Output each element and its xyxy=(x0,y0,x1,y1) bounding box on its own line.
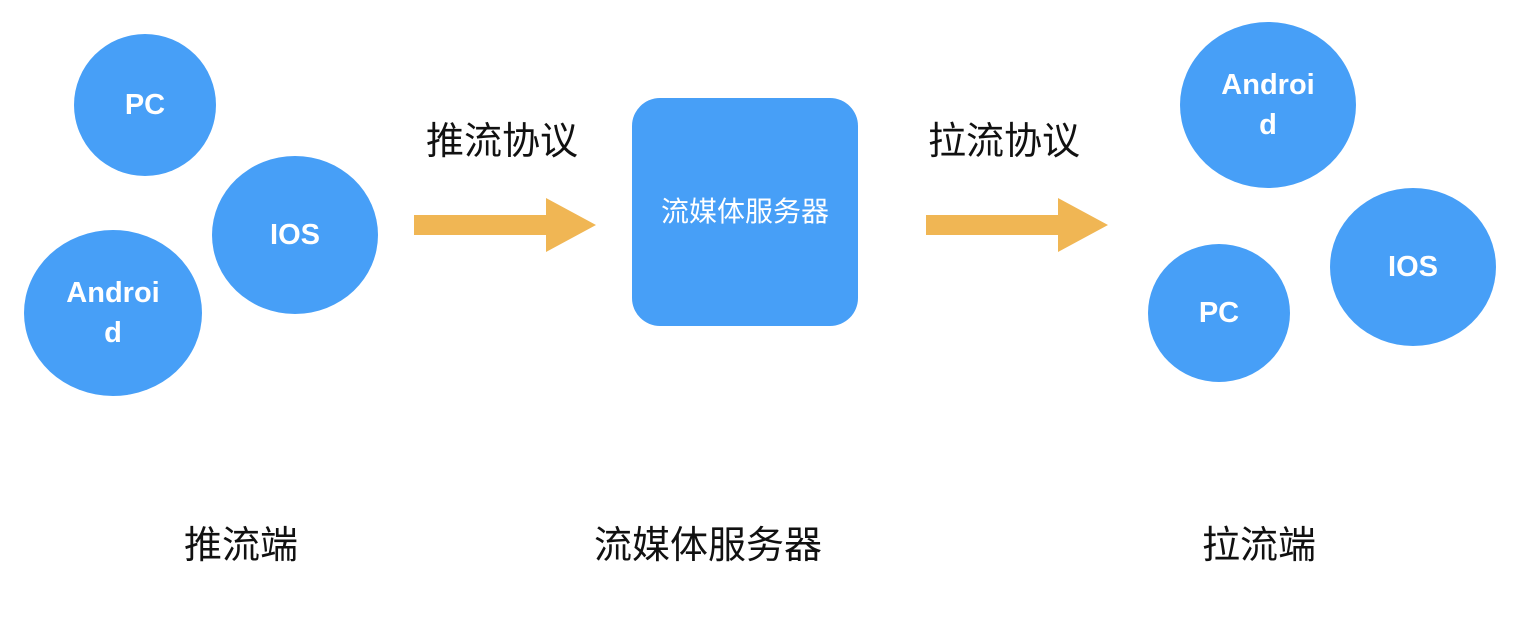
pull-node-android-label: Android xyxy=(1221,69,1315,141)
pull-node-ios: IOS xyxy=(1330,188,1496,346)
push-node-pc: PC xyxy=(74,34,216,176)
push-node-ios-label: IOS xyxy=(270,219,320,251)
push-side-caption: 推流端 xyxy=(184,523,299,567)
pull-node-android: Android xyxy=(1180,22,1356,188)
pull-side-caption: 拉流端 xyxy=(1202,523,1317,567)
push-arrow xyxy=(414,198,596,252)
push-protocol-label: 推流协议 xyxy=(426,119,579,163)
push-node-pc-label: PC xyxy=(124,89,166,121)
push-node-android-label: Android xyxy=(66,277,160,349)
push-node-android: Android xyxy=(24,230,202,396)
pull-arrow xyxy=(926,198,1108,252)
pull-node-pc: PC xyxy=(1148,244,1290,382)
pull-node-pc-label: PC xyxy=(1198,297,1240,329)
streaming-server-box: 流媒体服务器 xyxy=(632,98,858,326)
pull-node-ios-label: IOS xyxy=(1388,251,1438,283)
server-caption: 流媒体服务器 xyxy=(594,523,823,567)
push-node-ios: IOS xyxy=(212,156,378,314)
pull-protocol-label: 拉流协议 xyxy=(928,119,1081,163)
streaming-server-box-label: 流媒体服务器 xyxy=(660,195,829,228)
